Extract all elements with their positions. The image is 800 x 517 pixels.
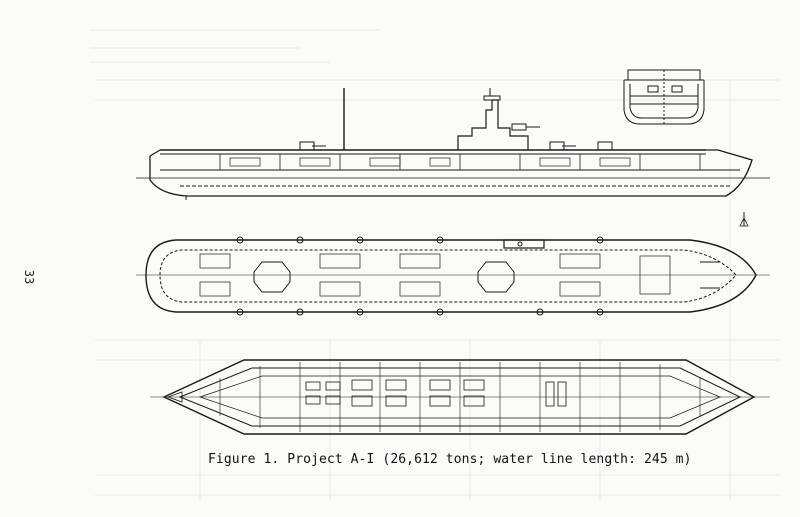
hangar-deck-plan: [150, 359, 770, 435]
page-number: 33: [22, 269, 37, 285]
midship-cross-section: [623, 69, 705, 125]
side-elevation: [136, 88, 770, 227]
flight-deck-plan: [136, 236, 770, 316]
figure-caption: Figure 1. Project A-I (26,612 tons; wate…: [208, 452, 692, 467]
